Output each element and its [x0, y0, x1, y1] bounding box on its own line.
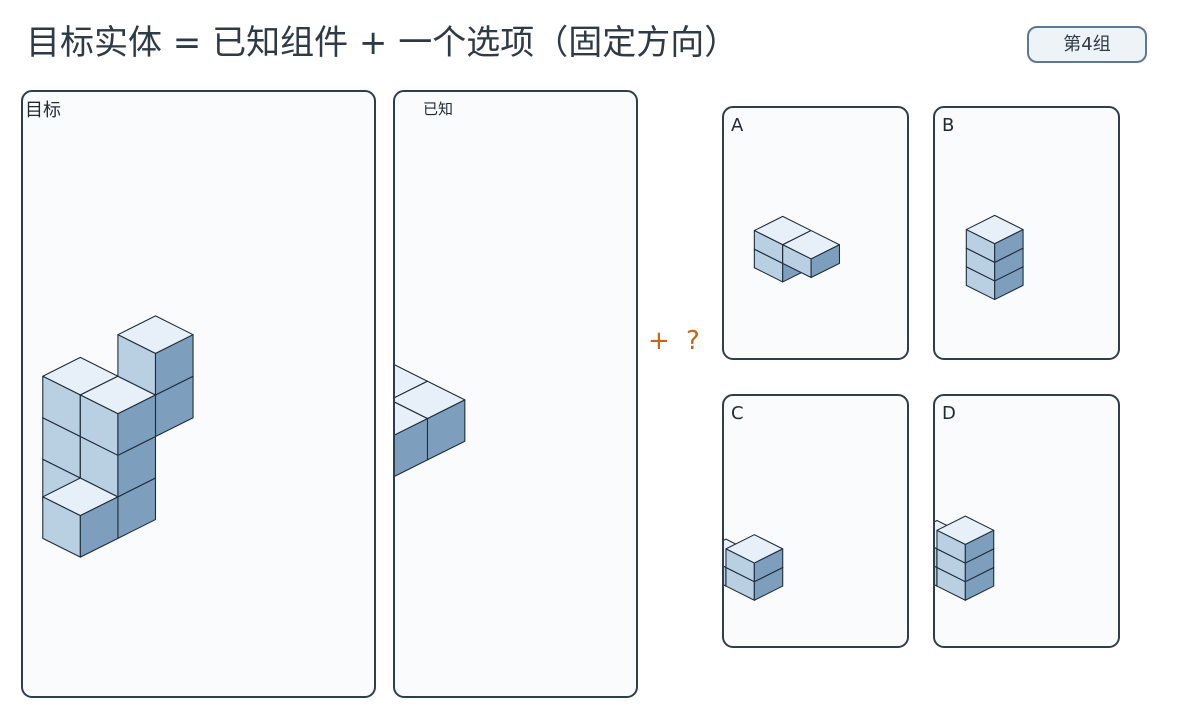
target-panel-label: 目标 — [25, 100, 61, 121]
group-number-button[interactable]: 第4组 — [1027, 26, 1147, 63]
option-c-card[interactable]: C — [722, 394, 909, 648]
cube-right-face — [117, 394, 157, 456]
option-d-cube-structure — [935, 515, 995, 601]
cube — [965, 214, 1024, 263]
cube-right-face — [964, 529, 995, 564]
page-title: 目标实体 = 已知组件 + 一个选项（固定方向） — [26, 23, 739, 63]
target-cube-structure — [42, 315, 194, 558]
option-b-cube-structure — [965, 214, 1024, 301]
option-b-label: B — [942, 115, 955, 136]
cube — [782, 230, 841, 279]
cube — [395, 401, 429, 477]
cube — [117, 315, 194, 396]
cube-right-face — [810, 244, 841, 279]
option-a-cube-structure — [753, 215, 841, 283]
known-panel: 已知 — [393, 90, 638, 698]
option-a-label: A — [731, 115, 744, 136]
known-shape — [395, 364, 466, 477]
option-c-shape — [724, 534, 784, 601]
cube — [79, 375, 157, 456]
known-panel-label: 已知 — [423, 100, 454, 118]
cube-right-face — [753, 548, 784, 583]
option-d-label: D — [942, 403, 956, 424]
option-b-card[interactable]: B — [933, 106, 1120, 360]
option-d-card[interactable]: D — [933, 394, 1120, 648]
cube — [725, 534, 784, 583]
cube-top-face — [395, 401, 429, 436]
option-a-card[interactable]: A — [722, 106, 909, 360]
target-shape — [42, 315, 194, 558]
plus-question-operator: + ? — [648, 326, 704, 356]
known-cube-structure — [395, 364, 466, 477]
option-c-cube-structure — [724, 534, 784, 601]
option-c-label: C — [731, 403, 744, 424]
option-d-shape — [935, 515, 995, 601]
cube-right-face — [154, 334, 194, 396]
target-panel: 目标 — [21, 90, 376, 698]
cube — [936, 515, 995, 564]
cube-right-face — [395, 418, 429, 477]
option-b-shape — [965, 214, 1024, 301]
cube-right-face — [79, 496, 119, 558]
cube-top-face — [395, 364, 429, 399]
cube-right-face — [994, 229, 1024, 263]
option-a-shape — [753, 215, 841, 283]
